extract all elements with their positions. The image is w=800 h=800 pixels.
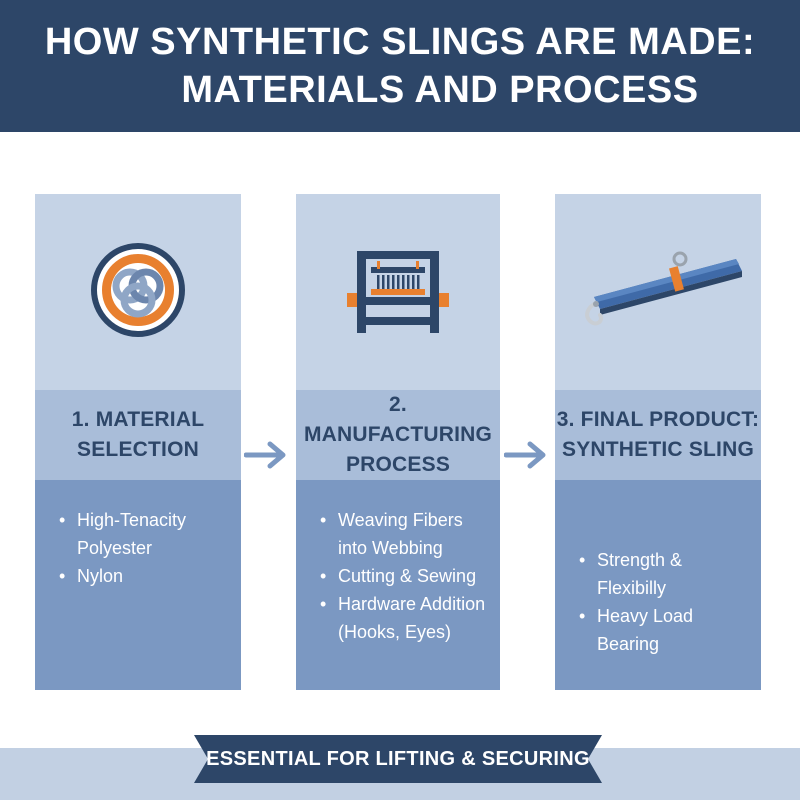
step-details: Weaving Fibers into Webbing Cutting & Se… (296, 480, 500, 690)
step-card-material-selection: 1. MATERIAL SELECTION High-Tenacity Poly… (35, 194, 241, 690)
step-icon-panel (35, 194, 241, 390)
footer-banner: ESSENTIAL FOR LIFTING & SECURING (194, 735, 602, 783)
bullet-list: Strength & Flexibilly Heavy Load Bearing (577, 546, 755, 658)
bullet-item: Cutting & Sewing (318, 562, 494, 590)
footer-banner-text: ESSENTIAL FOR LIFTING & SECURING (206, 747, 590, 770)
page-title-line2: MATERIALS AND PROCESS (181, 69, 699, 111)
step-icon-panel (296, 194, 500, 390)
step-heading: 3. FINAL PRODUCT: SYNTHETIC SLING (555, 390, 761, 480)
bullet-list: High-Tenacity Polyester Nylon (57, 506, 235, 590)
bullet-item: Hardware Addition (Hooks, Eyes) (318, 590, 494, 646)
step-heading-line1: 2. MANUFACTURING (303, 393, 493, 446)
sling-with-hook-icon (568, 245, 748, 340)
page-title-line1: HOW SYNTHETIC SLINGS ARE MADE: (44, 21, 756, 63)
step-card-final-product: 3. FINAL PRODUCT: SYNTHETIC SLING Streng… (555, 194, 761, 690)
step-card-manufacturing-process: 2. MANUFACTURING PROCESS Weaving Fibers … (296, 194, 500, 690)
step-icon-panel (555, 194, 761, 390)
step-heading-line1: 3. FINAL PRODUCT: (556, 408, 760, 431)
bullet-item: Strength & Flexibilly (577, 546, 755, 602)
interlocking-rings-icon (90, 242, 186, 343)
right-arrow-icon (503, 440, 548, 470)
step-heading-line2: SYNTHETIC SLING (561, 438, 754, 461)
right-arrow-icon (243, 440, 288, 470)
step-heading: 1. MATERIAL SELECTION (35, 390, 241, 480)
weaving-loom-icon (343, 245, 453, 340)
bullet-item: Heavy Load Bearing (577, 602, 755, 658)
bullet-list: Weaving Fibers into Webbing Cutting & Se… (318, 506, 494, 646)
page-header: HOW SYNTHETIC SLINGS ARE MADE: MATERIALS… (0, 0, 800, 132)
step-details: High-Tenacity Polyester Nylon (35, 480, 241, 690)
step-heading-line2: PROCESS (345, 453, 451, 476)
step-details: Strength & Flexibilly Heavy Load Bearing (555, 480, 761, 690)
bullet-item: Nylon (57, 562, 235, 590)
step-heading-line2: SELECTION (77, 438, 199, 461)
step-heading: 2. MANUFACTURING PROCESS (296, 390, 500, 480)
bullet-item: High-Tenacity Polyester (57, 506, 235, 562)
step-heading-line1: 1. MATERIAL (71, 408, 205, 431)
bullet-item: Weaving Fibers into Webbing (318, 506, 494, 562)
